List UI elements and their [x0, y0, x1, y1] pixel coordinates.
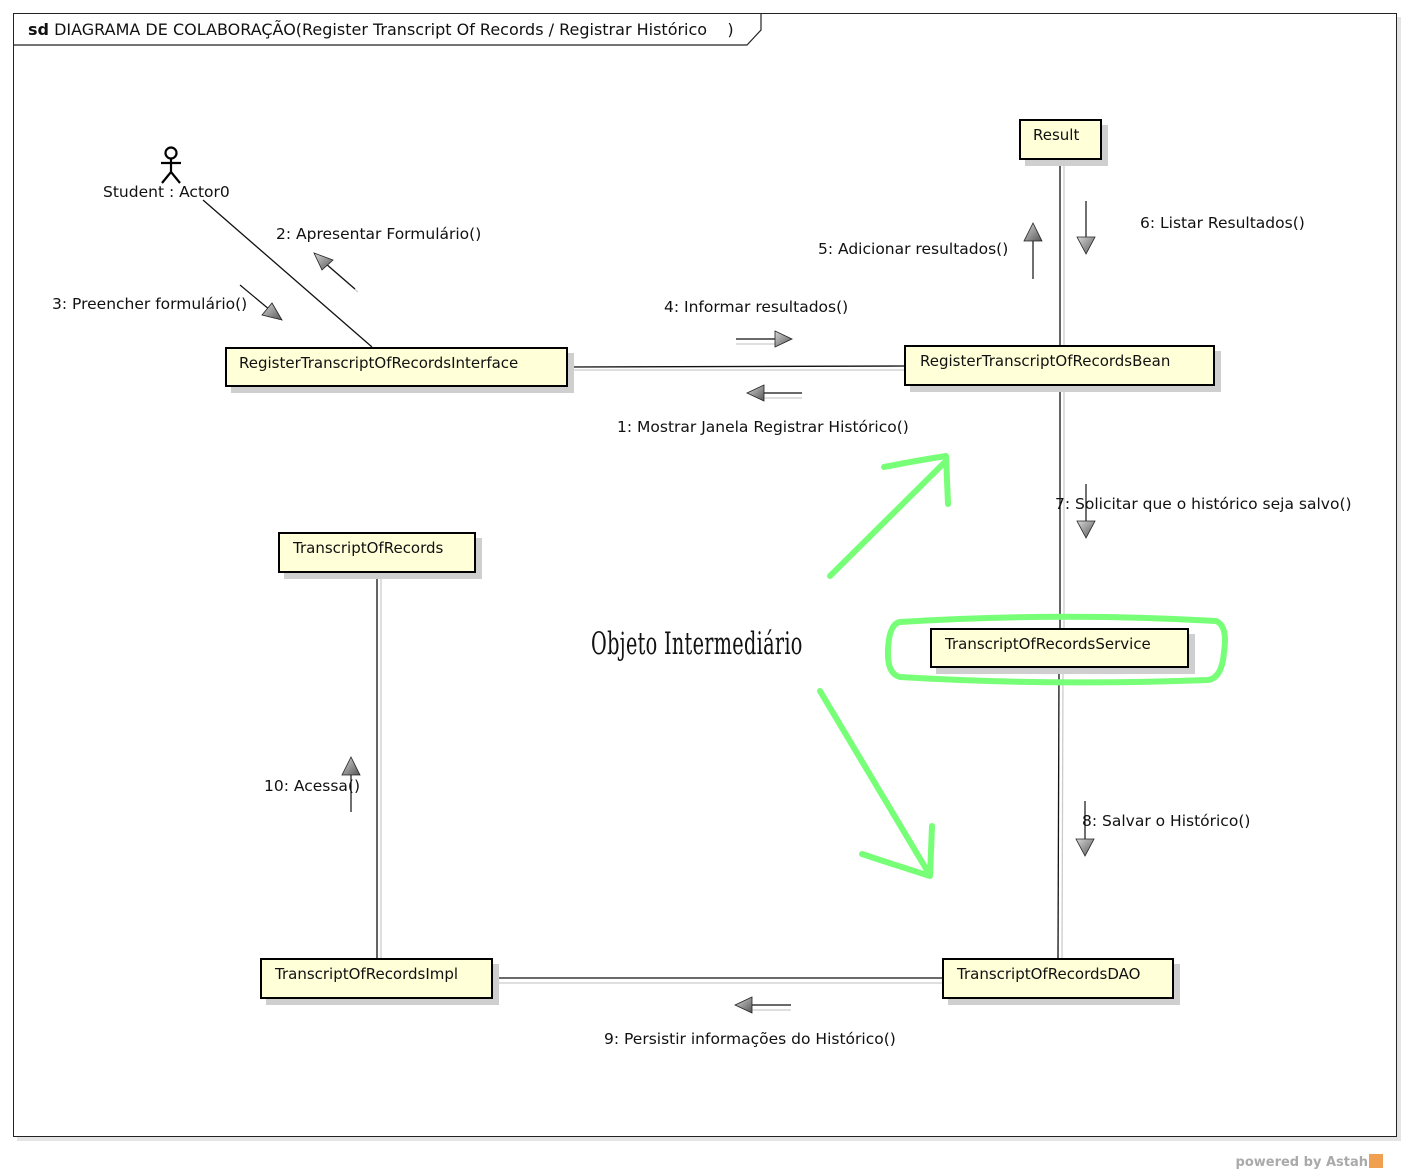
frame-title: sd DIAGRAMA DE COLABORAÇÃO(Register Tran… — [28, 20, 734, 39]
arrow-m5 — [1023, 222, 1043, 279]
arrow-m10 — [341, 756, 361, 812]
frame-title-text: DIAGRAMA DE COLABORAÇÃO(Register Transcr… — [54, 20, 734, 39]
message-3-label: 3: Preencher formulário() — [52, 295, 248, 313]
annotation-objeto-intermediario: Objeto Intermediário — [591, 626, 803, 662]
arrow-m2 — [313, 252, 359, 293]
frame-tab — [14, 14, 762, 46]
actor-icon — [161, 146, 181, 184]
arrow-m4 — [736, 330, 793, 348]
object-bean[interactable]: RegisterTranscriptOfRecordsBean — [904, 345, 1215, 386]
link-service-dao — [1057, 667, 1060, 959]
link-interface-bean — [566, 365, 906, 368]
arrow-m7 — [1076, 484, 1096, 539]
message-9-label: 9: Persistir informações do Histórico() — [604, 1030, 896, 1048]
message-1-label: 1: Mostrar Janela Registrar Histórico() — [617, 418, 909, 436]
arrow-m6 — [1076, 201, 1096, 255]
powered-by-footer: powered by Astah — [1236, 1154, 1383, 1170]
message-4-label: 4: Informar resultados() — [664, 298, 849, 316]
green-arrow-down — [817, 688, 931, 875]
actor-label: Student : Actor0 — [103, 183, 230, 201]
powered-by-text: powered by Astah — [1235, 1155, 1368, 1170]
message-7-label: 7: Solicitar que o histórico seja salvo(… — [1055, 495, 1352, 513]
arrow-m8 — [1075, 801, 1095, 857]
message-2-label: 2: Apresentar Formulário() — [276, 225, 482, 243]
message-5-label: 5: Adicionar resultados() — [818, 240, 1009, 258]
message-8-label: 8: Salvar o Histórico() — [1082, 812, 1251, 830]
arrow-m9 — [734, 996, 791, 1014]
message-6-label: 6: Listar Resultados() — [1140, 214, 1305, 232]
object-service[interactable]: TranscriptOfRecordsService — [930, 628, 1189, 668]
object-transcript[interactable]: TranscriptOfRecords — [278, 532, 476, 573]
links — [202, 160, 1065, 984]
object-dao[interactable]: TranscriptOfRecordsDAO — [942, 958, 1174, 999]
link-actor-interface — [202, 199, 373, 348]
green-arrow-up — [827, 459, 948, 579]
arrow-m1 — [746, 384, 802, 402]
arrow-m3 — [239, 284, 283, 321]
astah-logo-icon — [1369, 1154, 1383, 1168]
object-interface[interactable]: RegisterTranscriptOfRecordsInterface — [225, 347, 568, 387]
object-impl[interactable]: TranscriptOfRecordsImpl — [260, 958, 493, 999]
object-result[interactable]: Result — [1019, 119, 1102, 160]
diagram-frame — [13, 13, 1397, 1137]
frame-kind: sd — [28, 20, 49, 39]
message-10-label: 10: Acessa() — [264, 777, 361, 795]
green-ellipse-service — [884, 613, 1228, 686]
highlight-annotations — [817, 453, 1228, 879]
message-arrows — [239, 201, 1096, 1014]
